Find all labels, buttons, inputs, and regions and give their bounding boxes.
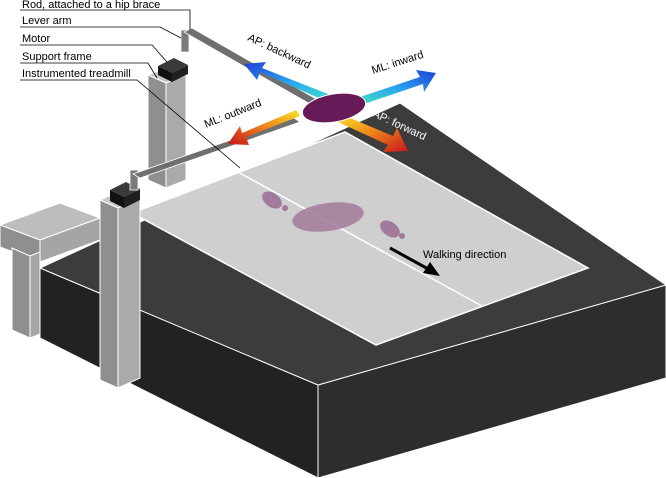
belt-center-line — [237, 171, 483, 307]
walking-direction-arrow — [389, 246, 440, 276]
arrow-ap-backward — [244, 62, 333, 103]
label-rod: Rod, attached to a hip brace — [22, 0, 160, 11]
leader-motor — [20, 44, 168, 63]
leader-lever-arm — [20, 26, 182, 39]
leader-support-frame — [20, 62, 158, 79]
treadmill-belt — [130, 131, 590, 346]
hip-brace-com-ellipse — [301, 92, 367, 124]
arrow-ml-outward — [228, 110, 300, 145]
right-footprint — [380, 220, 405, 239]
arrow-ml-inward — [360, 70, 436, 104]
walking-direction-label: Walking direction — [423, 249, 506, 261]
leader-rod — [20, 9, 191, 30]
leader-instrumented-treadmill — [20, 79, 241, 169]
label-ml-inward: ML: inward — [370, 49, 425, 77]
label-instrumented-treadmill: Instrumented treadmill — [22, 68, 131, 80]
arrow-ap-forward — [338, 115, 408, 152]
com-projection-ellipse — [292, 202, 364, 232]
label-ml-outward: ML: outward — [203, 97, 264, 131]
label-motor: Motor — [22, 33, 50, 45]
label-lever-arm: Lever arm — [22, 15, 72, 27]
label-support-frame: Support frame — [22, 51, 92, 63]
motor-back — [158, 58, 188, 82]
left-footprint — [262, 191, 288, 211]
callouts: Rod, attached to a hip brace Lever arm M… — [20, 0, 241, 169]
